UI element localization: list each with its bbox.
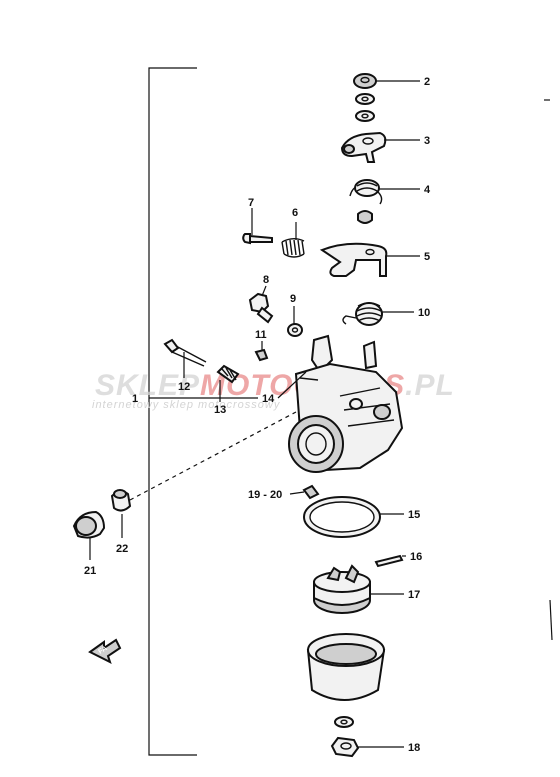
callout-6: 6: [292, 207, 298, 219]
callout-14: 14: [262, 393, 275, 405]
part-13-spring: [216, 364, 240, 384]
part-7-screw: [242, 233, 273, 245]
part-5-bracket-plate: [319, 242, 388, 277]
part-14-carburetor-body: [288, 334, 404, 473]
callout-16: 16: [410, 551, 422, 563]
callout-21: 21: [84, 565, 96, 577]
callout-11: 11: [255, 329, 267, 341]
callout-leaders: [89, 80, 420, 748]
part-12-throttle-stop-screw: [163, 338, 207, 367]
part-6-spring: [281, 238, 305, 258]
callout-22: 22: [116, 543, 128, 555]
part-16-float-pin: [374, 554, 404, 568]
callout-8: 8: [263, 274, 269, 286]
assembly-bracket: [148, 67, 258, 756]
float-bowl: [306, 633, 386, 701]
part-10-return-spring: [342, 302, 383, 326]
callout-18: 18: [408, 742, 420, 754]
page-edge-marks: [544, 99, 553, 641]
callout-2: 2: [424, 76, 430, 88]
callout-13: 13: [214, 404, 226, 416]
callout-3: 3: [424, 135, 430, 147]
drain-washer: [334, 716, 354, 728]
callout-1: 1: [132, 393, 138, 405]
watermark-tagline: internetowy sklep motocrossowy: [92, 399, 281, 411]
callout-12: 12: [178, 381, 190, 393]
part-8-adjuster: [248, 292, 274, 324]
part-19-20-jet: [302, 484, 320, 500]
part-15-gasket-ring: [303, 496, 381, 538]
callout-17: 17: [408, 589, 420, 601]
callout-labels: 2 3 4 5 10 7 6 8 9 11 12 13 14 15 16 17 …: [84, 76, 431, 754]
callout-19-20: 19 - 20: [248, 489, 282, 501]
callout-4: 4: [424, 184, 431, 196]
callout-9: 9: [290, 293, 296, 305]
part-18-drain-screw: [330, 736, 360, 758]
part-3-throttle-lever: [340, 131, 387, 163]
callout-7: 7: [248, 197, 254, 209]
front-arrow-label: FA: [97, 645, 108, 656]
part-9-washer: [287, 323, 303, 337]
callout-5: 5: [424, 251, 430, 263]
part-2-nut-washers: [353, 73, 377, 122]
part-22-bushing: [110, 489, 132, 512]
callout-15: 15: [408, 509, 420, 521]
part-17-float: [313, 564, 371, 614]
watermark-brand-grey-end: .PL: [405, 369, 455, 402]
svg-text:SKLEPMOTOCROSS.PL: SKLEPMOTOCROSS.PL: [95, 369, 455, 402]
part-21-cap: [72, 510, 106, 539]
front-direction-arrow-icon: FA: [88, 638, 122, 664]
part-4-spring-bushing: [349, 179, 383, 224]
watermark-brand-grey-start: SKLEP: [95, 369, 200, 402]
callout-10: 10: [418, 307, 430, 319]
part-11-small-jet: [254, 348, 269, 362]
